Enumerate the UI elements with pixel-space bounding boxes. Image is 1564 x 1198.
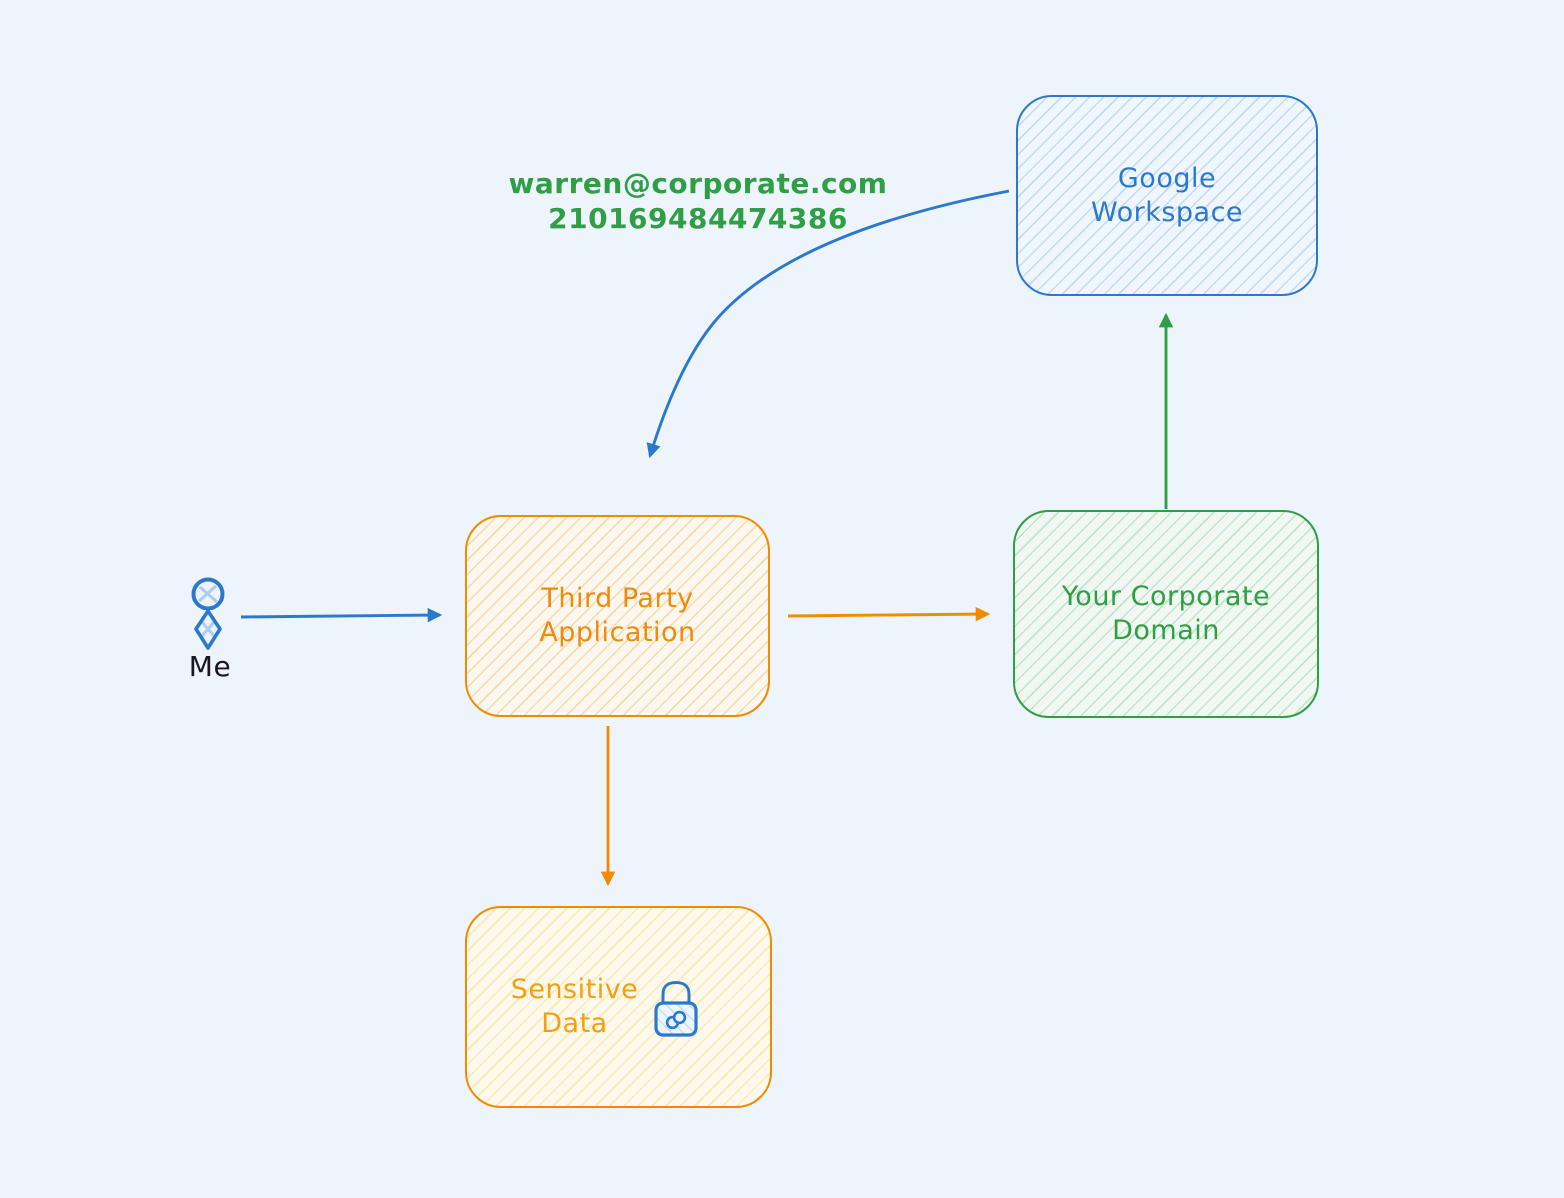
- node-third-party-application-label: Third Party Application: [539, 583, 696, 648]
- credentials-annotation: warren@corporate.com 210169484474386: [498, 166, 898, 236]
- node-google-workspace-label: Google Workspace: [1090, 162, 1244, 228]
- annotation-email: warren@corporate.com: [508, 167, 888, 200]
- person-icon: [191, 577, 225, 650]
- edge-google-workspace-to-third-party-app: [646, 189, 1010, 459]
- node-your-corporate-domain: Your Corporate Domain: [1013, 510, 1319, 718]
- node-sensitive-data-label: Sensitive Data: [510, 974, 639, 1039]
- actor-label: Me: [188, 650, 232, 683]
- edge-third-party-app-to-corporate-domain: [787, 606, 991, 622]
- node-third-party-application: Third Party Application: [465, 515, 770, 717]
- node-sensitive-data: Sensitive Data: [465, 906, 772, 1108]
- lock-icon: [654, 980, 698, 1037]
- edge-me-to-third-party-app: [240, 607, 443, 623]
- annotation-account-id: 210169484474386: [548, 202, 848, 235]
- node-google-workspace: Google Workspace: [1016, 95, 1318, 296]
- node-your-corporate-domain-label: Your Corporate Domain: [1061, 581, 1271, 646]
